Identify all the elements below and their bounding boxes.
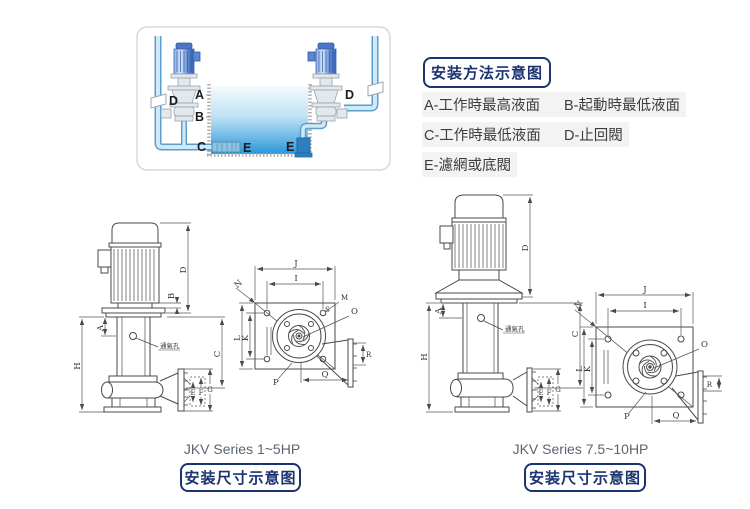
dim-L-right: L [575, 366, 585, 372]
dim-D-left: D [179, 266, 189, 273]
dim-E-right: E [538, 389, 543, 397]
pump-left [160, 42, 201, 122]
vent-hole [129, 332, 137, 340]
dim-H-right: H [420, 353, 430, 360]
level-ticks [206, 94, 211, 118]
dim-R-left: R [366, 351, 372, 359]
dim-J-right: J [642, 285, 647, 295]
mark-D-left: D [169, 94, 178, 108]
dim-C-left: C [213, 351, 223, 358]
dim-N-left: N [233, 278, 246, 291]
dim-G-left: G [207, 386, 213, 394]
dim-F-right: F [547, 389, 552, 397]
legend-row: C-工作時最低液面 D-止回閥 [422, 122, 732, 147]
legend-row: E-濾網或底閥 [422, 152, 732, 177]
foot-valve [294, 137, 313, 158]
dim-Q-left: Q [322, 370, 329, 380]
dim-C-right: C [571, 331, 581, 338]
caption-right: JKV Series 7.5~10HP [512, 441, 649, 457]
dimension-drawing-1-5hp-top [254, 302, 357, 388]
vent-label-left: 通氣孔 [160, 341, 180, 350]
dim-D-right: D [521, 244, 531, 251]
dim-G-right: G [555, 386, 561, 394]
legend-item-b: B-起動時最低液面 [562, 92, 686, 117]
dim-I-right: I [643, 301, 646, 311]
dim-F-left: F [199, 389, 204, 397]
dimension-drawing-7-10hp-side [434, 194, 536, 413]
dim-I-left: I [294, 274, 297, 284]
dim-P-right: P [624, 412, 630, 422]
dimensions-1-5hp-side [79, 222, 225, 413]
dim-M-left: M [341, 294, 348, 302]
dim-R-right: R [707, 381, 713, 389]
check-valve-right [367, 81, 384, 97]
pump-right [307, 42, 348, 122]
dim-K-right: K [583, 365, 593, 372]
dimensions-7-10hp-side [426, 194, 583, 413]
dim-O-right: O [701, 340, 708, 350]
impeller-right [639, 355, 661, 377]
dim-A-right: A [434, 307, 444, 315]
strainer [211, 141, 241, 153]
dimension-drawing-7-10hp-top [595, 326, 707, 424]
dim-S-left: S [325, 306, 330, 314]
mark-E-right: E [286, 140, 294, 154]
dim-J-left: J [293, 259, 298, 269]
legend-item-d: D-止回閥 [562, 122, 629, 147]
dimension-title-right: 安装尺寸示意图 [528, 470, 641, 487]
vent-hole [477, 314, 485, 322]
dimensions-7-10hp-top [574, 292, 722, 424]
dimension-title-left: 安装尺寸示意图 [184, 470, 297, 487]
legend-item-a: A-工作時最高液面 [422, 92, 562, 117]
method-title: 安装方法示意图 [430, 65, 543, 82]
caption-left: JKV Series 1~5HP [183, 441, 301, 457]
dim-O-left: O [351, 307, 358, 317]
dimensions-1-5hp-top [235, 266, 366, 383]
legend-item-e: E-濾網或底閥 [422, 152, 517, 177]
dim-H-left: H [73, 362, 83, 369]
dimension-drawing-1-5hp-side [97, 222, 188, 413]
check-valve-left [150, 93, 167, 109]
dimension-title-box-left: 安装尺寸示意图 [180, 463, 301, 492]
dim-N-right: N [573, 299, 586, 312]
mark-A: A [195, 88, 204, 102]
legend-item-c: C-工作時最低液面 [422, 122, 562, 147]
installation-method-diagram: A B C D D E E [136, 26, 391, 171]
mark-E-left: E [243, 141, 251, 155]
dim-L-left: L [233, 335, 243, 341]
dim-B-left: B [167, 293, 177, 299]
method-title-box: 安装方法示意图 [423, 57, 551, 88]
legend-row: A-工作時最高液面 B-起動時最低液面 [422, 92, 732, 117]
piping [154, 36, 379, 151]
dim-Q-right: Q [673, 411, 680, 421]
dim-K-left: K [241, 334, 251, 341]
dim-E-left: E [190, 389, 195, 397]
mark-D-right: D [345, 88, 354, 102]
mark-C: C [197, 140, 206, 154]
mark-B: B [195, 110, 204, 124]
dim-A-left: A [96, 324, 106, 332]
dimension-title-box-right: 安装尺寸示意图 [524, 463, 646, 492]
dim-P-left: P [273, 378, 279, 388]
method-legend: A-工作時最高液面 B-起動時最低液面 C-工作時最低液面 D-止回閥 E-濾網… [422, 92, 732, 177]
vent-label-right: 通氣孔 [505, 324, 525, 333]
